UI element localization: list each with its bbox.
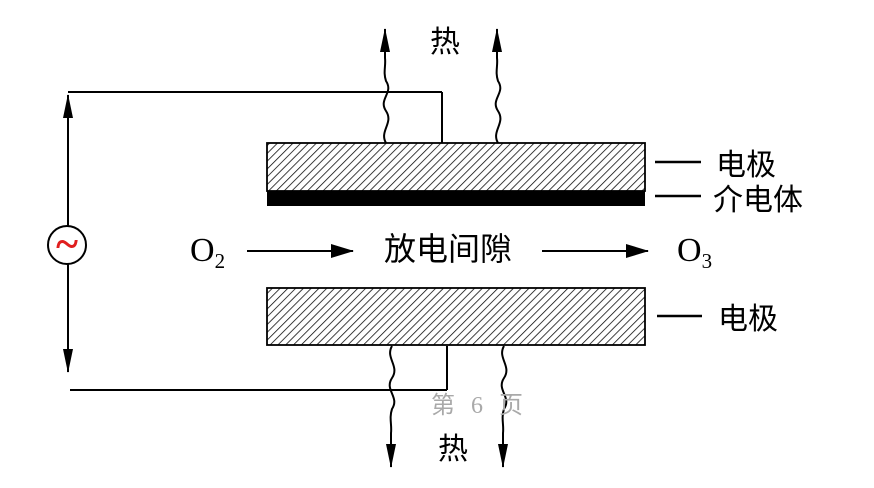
- o3-subscript: 3: [702, 249, 713, 273]
- top-electrode: [266, 142, 646, 192]
- o2-base: O: [190, 232, 215, 269]
- page-number-footer: 第 6 页: [431, 392, 528, 419]
- discharge-gap-label: 放电间隙: [384, 231, 512, 267]
- dielectric-label: 介电体: [713, 184, 803, 217]
- dielectric-bar: [267, 191, 645, 206]
- heat-label-bottom: 热: [438, 433, 468, 466]
- electrode-bottom-label: 电极: [718, 303, 778, 336]
- heat-arrow-down-right: [498, 345, 508, 468]
- o3-base: O: [677, 232, 702, 269]
- o2-subscript: 2: [215, 249, 226, 273]
- ac-tilde-icon: ~: [56, 222, 78, 268]
- heat-arrow-down-left: [386, 345, 396, 468]
- heat-arrow-up-right: [492, 28, 502, 144]
- heat-label-top: 热: [430, 26, 460, 59]
- o2-label: O2: [190, 232, 225, 273]
- o3-label: O3: [677, 232, 712, 273]
- bottom-electrode: [266, 287, 646, 346]
- ac-source-circle: [47, 225, 87, 265]
- heat-arrow-up-left: [380, 28, 390, 144]
- electrode-top-label: 电极: [716, 149, 776, 182]
